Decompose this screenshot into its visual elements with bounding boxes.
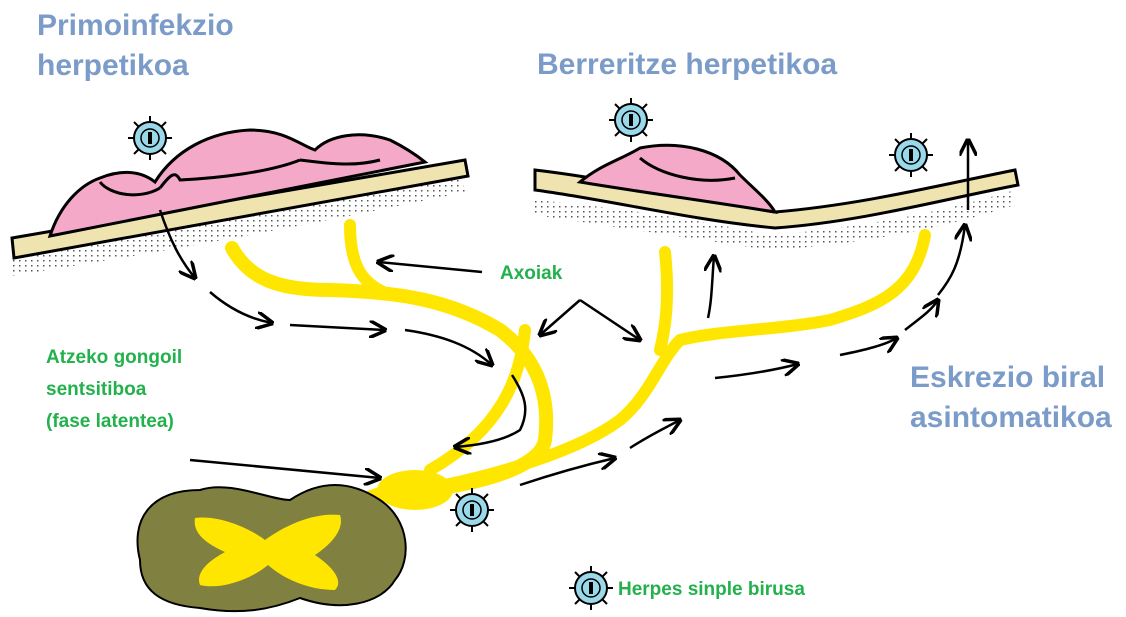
arrow-icon [540, 300, 580, 335]
virus-icon [609, 98, 653, 142]
recurrence-title: Berreritze herpetikoa [537, 45, 837, 85]
primary-infection-title: Primoinfekzio herpetikoa [37, 6, 234, 86]
virus-icon [128, 116, 172, 160]
recurrence-skin [535, 145, 1018, 250]
arrow-icon [840, 338, 897, 355]
virus-legend-label: Herpes sinple birusa [618, 574, 805, 606]
arrow-icon [290, 325, 385, 330]
shedding-label: Eskrezio biral asintomatikoa [910, 358, 1112, 438]
arrow-icon [405, 330, 492, 365]
arrow-icon [190, 460, 380, 478]
arrow-icon [210, 292, 272, 323]
axons-label: Axoiak [500, 258, 562, 290]
ganglion-label: Atzeko gongoil sentsitiboa (fase latente… [46, 342, 182, 438]
virus-legend-icon [569, 566, 613, 610]
arrow-icon [905, 300, 938, 330]
arrow-icon [938, 225, 965, 295]
arrow-icon [630, 420, 680, 448]
arrow-icon [580, 300, 640, 340]
virus-icon [450, 488, 494, 532]
arrow-icon [378, 262, 482, 272]
spinal-cord [138, 485, 406, 611]
virus-icon [889, 133, 933, 177]
arrow-icon [715, 364, 798, 378]
arrow-icon [708, 256, 714, 318]
